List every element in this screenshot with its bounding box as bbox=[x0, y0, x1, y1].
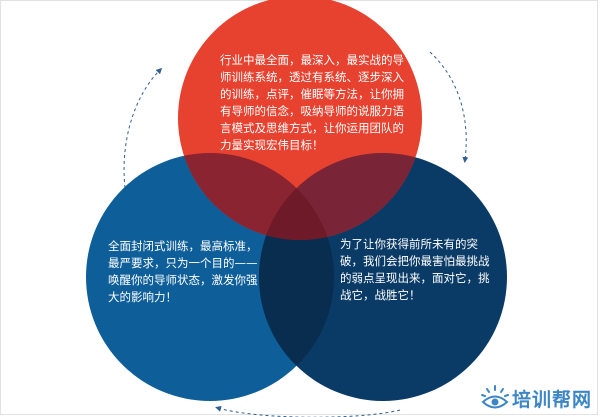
top-text-line: 行业中最全面，最深入，最实战的导 bbox=[220, 53, 404, 67]
top-text-line: 言模式及思维方式，让你运用团队的 bbox=[220, 121, 404, 135]
right-circle-text: 为了让你获得前所未有的突 破，我们会把你最害怕最挑战 的弱点呈现出来，面对它，挑… bbox=[340, 236, 490, 304]
watermark-text: 培训帮网 bbox=[511, 388, 592, 411]
overlap-top-right bbox=[259, 153, 422, 240]
arrow-top-right bbox=[429, 51, 469, 163]
overlap-top-left bbox=[178, 153, 334, 240]
right-text-line: 战它，战胜它！ bbox=[340, 288, 421, 302]
left-circle-text: 全面封闭式训练，最高标准， 最严要求，只为一个目的—— 唤醒你的导师状态，激发你… bbox=[108, 238, 258, 306]
top-text-line: 师训练系统，透过有系统、逐步深入 bbox=[220, 70, 404, 84]
arrow-left-top bbox=[123, 67, 163, 189]
top-circle-text: 行业中最全面，最深入，最实战的导 师训练系统，透过有系统、逐步深入 的训练，点评… bbox=[220, 52, 404, 154]
left-text-line: 最严要求，只为一个目的—— bbox=[108, 256, 258, 270]
cycle-arrows bbox=[123, 51, 469, 417]
top-text-line: 有导师的信念，吸纳导师的说服力语 bbox=[220, 104, 404, 118]
right-text-line: 为了让你获得前所未有的突 bbox=[340, 237, 478, 251]
eye-logo-icon bbox=[480, 385, 509, 409]
left-text-line: 全面封闭式训练，最高标准， bbox=[108, 239, 258, 253]
right-text-line: 的弱点呈现出来，面对它，挑 bbox=[340, 271, 490, 285]
top-text-line: 的训练，点评，催眠等方法，让你拥 bbox=[220, 87, 404, 101]
right-text-line: 破，我们会把你最害怕最挑战 bbox=[340, 254, 490, 268]
left-text-line: 大的影响力！ bbox=[108, 290, 177, 304]
top-text-line: 力量实现宏伟目标！ bbox=[220, 138, 324, 152]
left-text-line: 唤醒你的导师状态，激发你强 bbox=[108, 273, 258, 287]
watermark: 培训帮网 bbox=[480, 384, 592, 412]
arrow-bottom bbox=[215, 405, 401, 417]
